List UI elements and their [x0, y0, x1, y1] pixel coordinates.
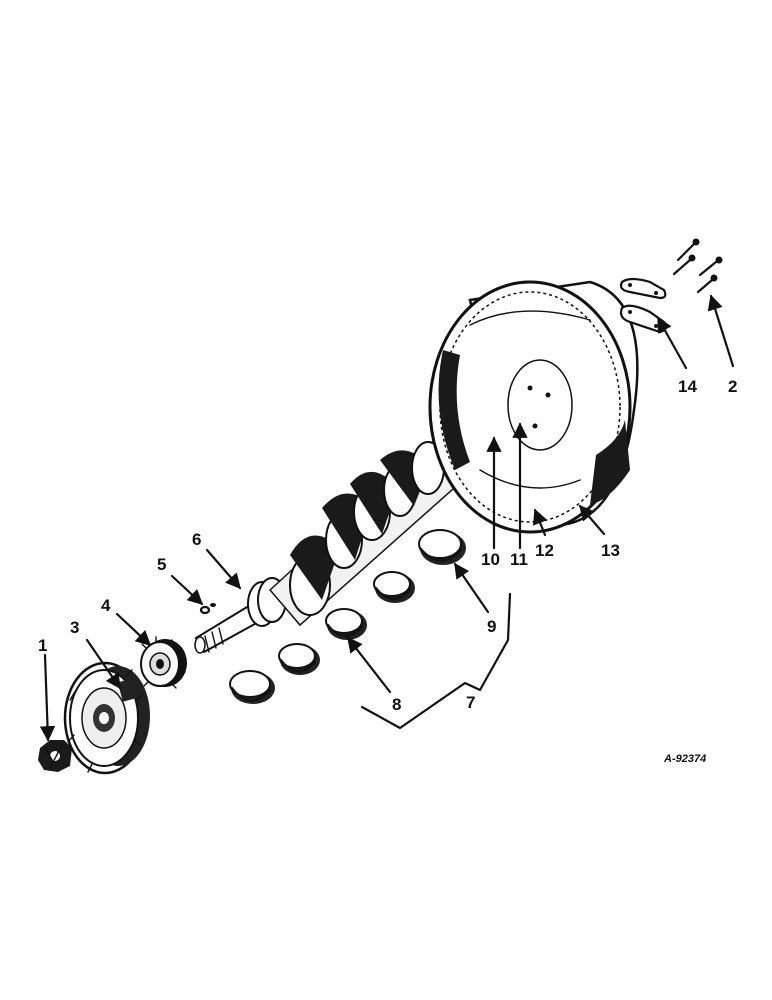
- callout-12: 12: [535, 541, 554, 560]
- callout-5: 5: [157, 555, 166, 574]
- bearing-shell: [373, 571, 415, 603]
- crankshaft-part: [194, 413, 490, 654]
- gear-part: [140, 636, 187, 689]
- callout-9: 9: [487, 617, 496, 636]
- figure-reference: A-92374: [663, 753, 706, 765]
- callout-13: 13: [601, 541, 620, 560]
- bearing-shell: [325, 608, 367, 640]
- callout-7: 7: [466, 693, 475, 712]
- leader-lines: [39, 294, 735, 742]
- callout-3: 3: [70, 618, 79, 637]
- key-part: [199, 603, 216, 615]
- bolts-part: [672, 238, 723, 294]
- callout-14: 14: [678, 377, 697, 396]
- callout-2: 2: [728, 377, 737, 396]
- bolt: [698, 256, 723, 277]
- callout-6: 6: [192, 530, 201, 549]
- bearing-shell: [229, 670, 275, 704]
- bolt: [676, 238, 700, 262]
- callout-8: 8: [392, 695, 401, 714]
- callout-1: 1: [38, 636, 47, 655]
- bolt: [672, 254, 696, 276]
- callout-4: 4: [101, 596, 111, 615]
- thrust-bearing-shell: [418, 529, 466, 565]
- bolt: [696, 274, 718, 294]
- flywheel-part: [428, 280, 639, 534]
- bearing-shell: [278, 643, 320, 675]
- nut-part: [38, 740, 72, 772]
- callout-11: 11: [510, 550, 528, 569]
- callout-10: 10: [481, 550, 500, 569]
- bearing-halves: [229, 529, 466, 704]
- pulley-part: [63, 661, 150, 775]
